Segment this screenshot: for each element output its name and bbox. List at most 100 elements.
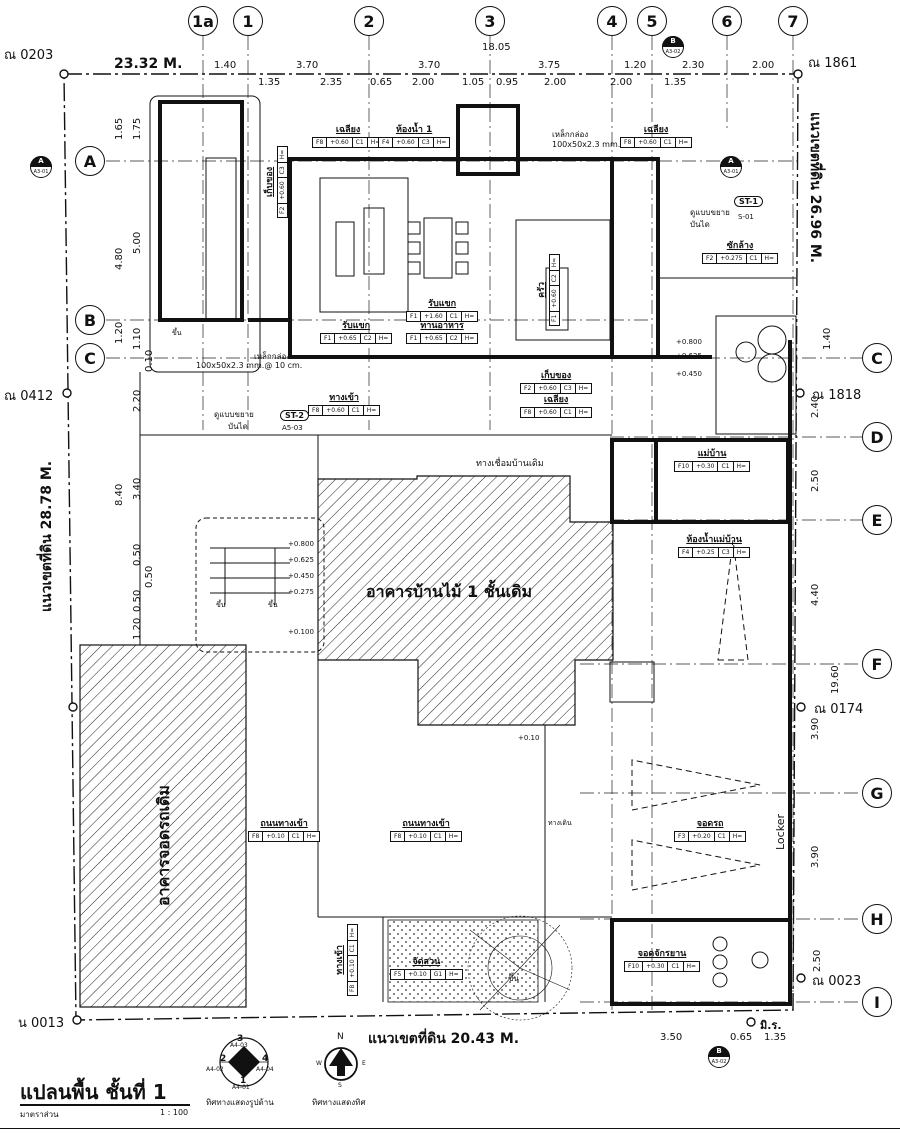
st2-tag: ST-2 — [280, 410, 309, 421]
boundary-right-label: แนวเขตที่ดิน 26.96 M. — [807, 112, 823, 264]
dim-left-4: 4.80 — [114, 247, 125, 270]
st1-ref: S-01 — [738, 213, 754, 221]
dim-left-7: 0.10 — [144, 349, 155, 372]
grid-bubble-1a: 1a — [188, 6, 218, 36]
dim-top2-6: 0.95 — [496, 77, 519, 88]
elevation-key: 3 A4-03 2 A4-02 4 A4-04 1 A4-01 ทิศทางแส… — [206, 1034, 274, 1107]
elevation-key-title: ทิศทางแสดงรูปด้าน — [206, 1098, 274, 1107]
dim-right-8: 2.50 — [812, 949, 823, 972]
coord-right-lower: ณ 0174 — [814, 702, 864, 717]
stair-detail-note-1b: บันได — [690, 220, 710, 229]
dim-left-10: 8.40 — [114, 483, 125, 506]
dim-top2-2: 2.35 — [320, 77, 343, 88]
dim-top2-9: 1.35 — [664, 77, 687, 88]
boundary-left-label: แนวเขตที่ดิน 28.78 M. — [39, 460, 55, 612]
st1-tag: ST-1 — [734, 196, 763, 207]
coord-right-bottom: ณ 0023 — [812, 974, 862, 989]
scale-value: 1 : 100 — [160, 1108, 189, 1117]
dim-right-1: 1.40 — [822, 327, 833, 350]
dim-top-5: 1.20 — [624, 60, 647, 71]
grid-bubble-row-d: D — [862, 422, 892, 452]
coord-left-mid: ณ 0412 — [4, 389, 54, 404]
grid-bubble-6: 6 — [712, 6, 742, 36]
grid-bubble-row-i: I — [862, 987, 892, 1017]
grid-bubble-row-c: C — [862, 343, 892, 373]
dim-top2-3: 0.65 — [370, 77, 393, 88]
dim-left-6: 1.20 — [114, 321, 125, 344]
dim-top-2: 3.70 — [296, 60, 319, 71]
coord-top-right: ณ 1861 — [808, 56, 858, 71]
compass-title: ทิศทางแสดงทิศ — [312, 1098, 366, 1107]
grid-bubble-row-h: H — [862, 904, 892, 934]
stair-detail — [210, 547, 290, 605]
steel-box-size-2: 100x50x2.3 mm.@ 10 cm. — [196, 361, 303, 370]
garden-area — [387, 919, 539, 1003]
sheet-bottom-border — [0, 1128, 900, 1129]
stair-up-label-2: ขึ้น — [216, 601, 226, 609]
dim-bottom-1: 3.50 — [660, 1032, 683, 1043]
level-0450: +0.450 — [288, 572, 314, 580]
dim-left-1: 1.65 — [114, 117, 125, 140]
dim-left-9: 3.40 — [132, 477, 143, 500]
grid-bubble-1: 1 — [233, 6, 263, 36]
dim-top2-8: 2.00 — [610, 77, 633, 88]
dim-right-6: 3.90 — [810, 717, 821, 740]
dim-left-2: 1.75 — [132, 117, 143, 140]
boundary-bottom-label: แนวเขตที่ดิน 20.43 M. — [368, 1031, 520, 1047]
dim-right-4: 4.40 — [810, 583, 821, 606]
coord-top-left: ณ 0203 — [4, 48, 54, 63]
dim-top-1: 1.40 — [214, 60, 237, 71]
level-0100: +0.100 — [288, 628, 314, 636]
title-underline — [20, 1104, 190, 1106]
steel-box-note-2: เหล็กกล่อง — [254, 352, 291, 361]
level-010: +0.10 — [518, 734, 540, 742]
coord-bottom-left: น 0013 — [18, 1016, 65, 1031]
grid-bubble-row-f: F — [862, 649, 892, 679]
dim-top-7: 2.00 — [752, 60, 775, 71]
grid-bubble-5: 5 — [637, 6, 667, 36]
existing-parking-label: อาคารจอดรถเดิม — [154, 785, 173, 906]
dim-left-12: 0.50 — [144, 565, 155, 588]
dim-right-5: 19.60 — [830, 665, 841, 694]
grid-bubble-3: 3 — [475, 6, 505, 36]
dim-left-14: 1.20 — [132, 617, 143, 640]
tree-icon — [467, 915, 573, 1021]
steel-box-size-1: 100x50x2.3 mm. — [552, 140, 621, 149]
stair-up-label-1: ขึ้น — [172, 329, 182, 337]
connect-old-house-label: ทางเชื่อมบ้านเดิม — [476, 459, 544, 469]
dim-left-5: 1.10 — [132, 327, 143, 350]
kitchen-level-0625: +0.625 — [676, 352, 702, 360]
grid-bubble-row-c-left: C — [75, 343, 105, 373]
scale-label: มาตราส่วน — [20, 1110, 59, 1119]
dim-right-3: 2.50 — [810, 469, 821, 492]
dim-left-11: 0.50 — [132, 543, 143, 566]
stair-up-label-4: ขึ้น — [508, 974, 519, 983]
dim-top-3: 3.70 — [418, 60, 441, 71]
compass-icon: N S E W ทิศทางแสดงทิศ — [312, 1032, 366, 1107]
level-0800: +0.800 — [288, 540, 314, 548]
level-0625: +0.625 — [288, 556, 314, 564]
meter-label: มิ.ร. — [760, 1019, 782, 1032]
house-walls — [139, 95, 797, 1006]
grid-bubble-2: 2 — [354, 6, 384, 36]
locker-label: Locker — [774, 814, 787, 850]
coord-right-mid: ณ 1818 — [812, 388, 862, 403]
existing-building-label: อาคารบ้านไม้ 1 ชั้นเดิม — [366, 582, 533, 601]
existing-wood-building — [317, 475, 614, 726]
dim-top2-7: 2.00 — [544, 77, 567, 88]
